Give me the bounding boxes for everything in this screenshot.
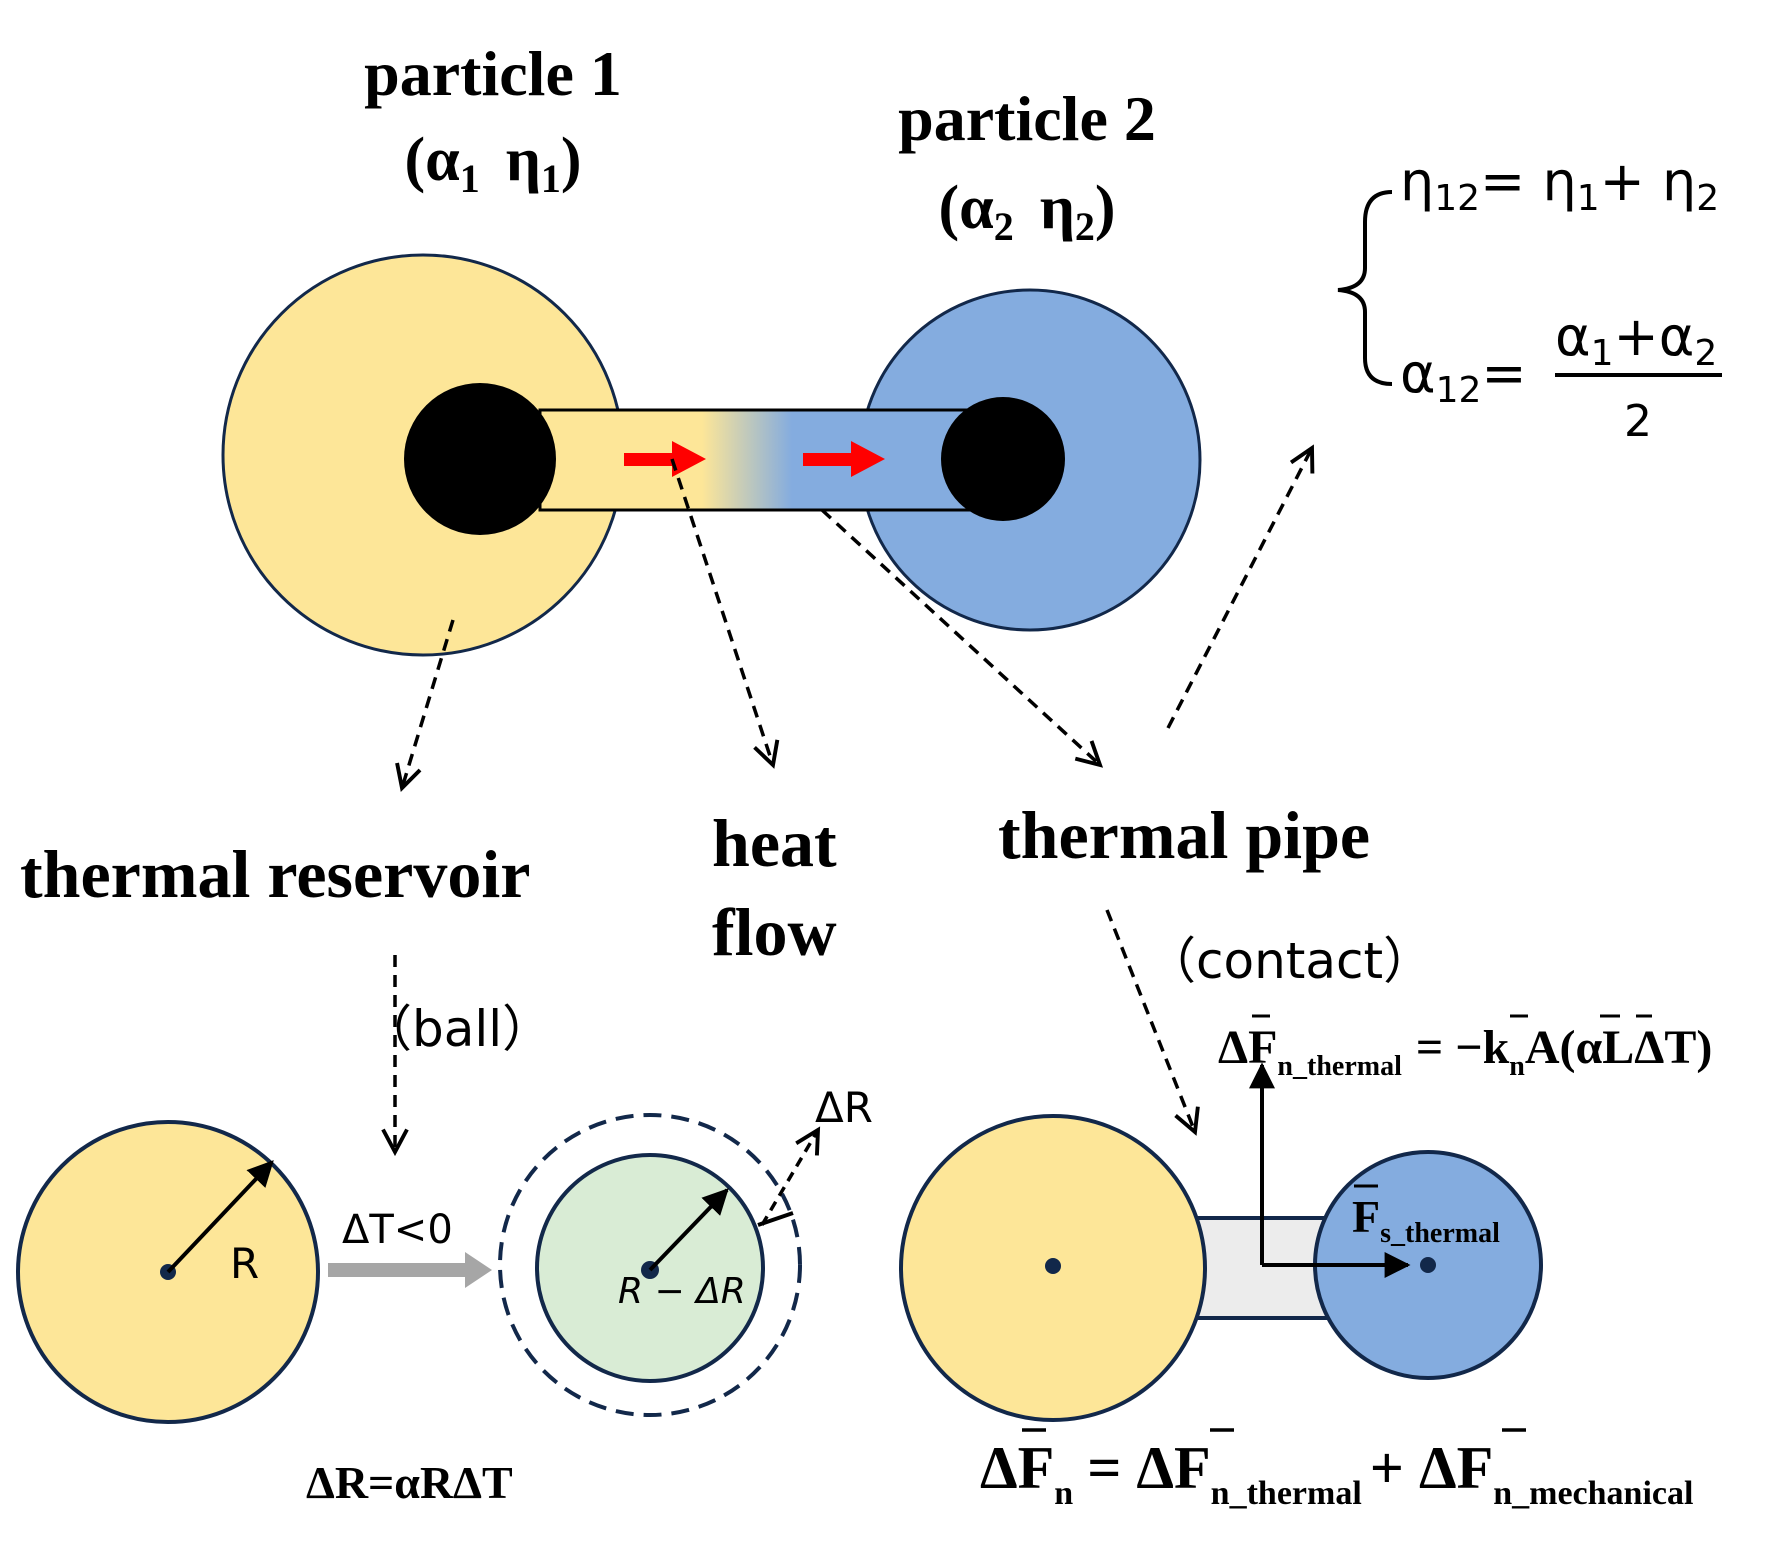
pointer-formulas (1166, 444, 1315, 729)
particle-2-core (941, 397, 1065, 521)
ball-new-radius-arrow (648, 1188, 729, 1272)
ball-radius-label: R (230, 1239, 259, 1288)
delta-r-label: ΔR (815, 1083, 873, 1132)
delta-t-label: ΔT<0 (342, 1207, 453, 1253)
ball-panel: R ΔT<0 R − ΔR ΔR ΔR=αRΔT (16, 1083, 873, 1508)
label-flow: flow (712, 894, 837, 970)
formula-brace (1337, 190, 1393, 386)
contact-particle-2-center (1420, 1257, 1436, 1273)
label-heat: heat (712, 805, 837, 881)
top-pair (221, 253, 1202, 657)
delta-r-pointer (760, 1126, 821, 1226)
formula-alpha-numerator: α1+α2 (1555, 305, 1717, 374)
pointer-reservoir (395, 619, 455, 792)
label-thermal-reservoir: thermal reservoir (20, 836, 530, 912)
ball-radius-arrow (166, 1160, 274, 1274)
total-normal-force-equation: ΔFn= ΔFn_thermal+ ΔFn_mechanical (980, 1435, 1693, 1512)
thermal-pipe-body (538, 408, 992, 512)
normal-force-thermal-equation: ΔFn_thermal= −knA(αLΔT) (1218, 1021, 1712, 1082)
label-thermal-pipe: thermal pipe (998, 797, 1370, 873)
label-ball: （ball） (362, 1000, 552, 1058)
pointer-thermal-pipe (820, 508, 1104, 768)
ball-new-radius-label: R − ΔR (618, 1271, 746, 1312)
pointer-heat-flow (670, 458, 780, 769)
shear-force-label: Fs_thermal (1352, 1191, 1500, 1249)
delta-r-equation: ΔR=αRΔT (306, 1457, 513, 1508)
particle-1-title: particle 1 (364, 38, 622, 109)
particle-2-title: particle 2 (898, 83, 1156, 154)
label-contact: （contact） (1146, 932, 1433, 990)
heat-arrow-2 (803, 441, 885, 477)
formula-alpha-12: α12= (1400, 342, 1527, 411)
ball-expanded-outline (498, 1113, 802, 1417)
contact-panel: ΔFn_thermal= −knA(αLΔT) Fs_thermal ΔFn= … (899, 1014, 1712, 1512)
contact-particle-1-center (1045, 1258, 1061, 1274)
particle-1-core (404, 383, 556, 535)
heat-arrow-1 (624, 441, 706, 477)
delta-t-arrow-head (465, 1252, 492, 1288)
formula-alpha-denominator: 2 (1624, 396, 1652, 447)
formula-eta-12: η12= η1+ η2 (1400, 150, 1719, 219)
